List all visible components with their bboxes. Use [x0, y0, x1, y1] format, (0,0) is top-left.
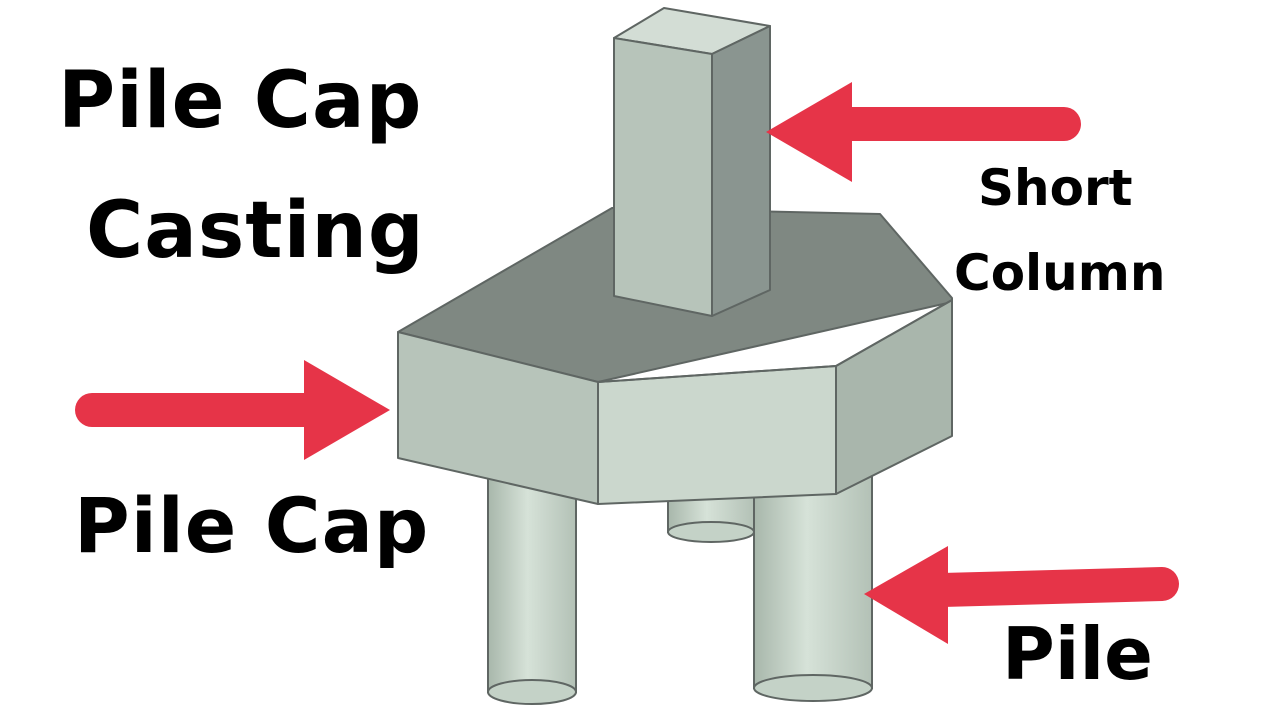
right-pile: [753, 469, 873, 702]
pile-cap-label: Pile Cap: [74, 481, 430, 570]
title-line-1: Pile Cap: [58, 56, 423, 146]
pile-label: Pile: [1002, 612, 1153, 696]
arrow-short-column: [766, 82, 1081, 182]
arrow-pile-cap: [75, 360, 390, 460]
arrow-pile: [864, 546, 1179, 644]
pile-cap-block: [397, 207, 953, 505]
title-line-2: Casting: [86, 186, 425, 276]
left-pile: [487, 469, 577, 705]
short-column-label-line-1: Short: [978, 159, 1133, 217]
short-column: [613, 7, 771, 317]
short-column-label-line-2: Column: [954, 244, 1166, 302]
